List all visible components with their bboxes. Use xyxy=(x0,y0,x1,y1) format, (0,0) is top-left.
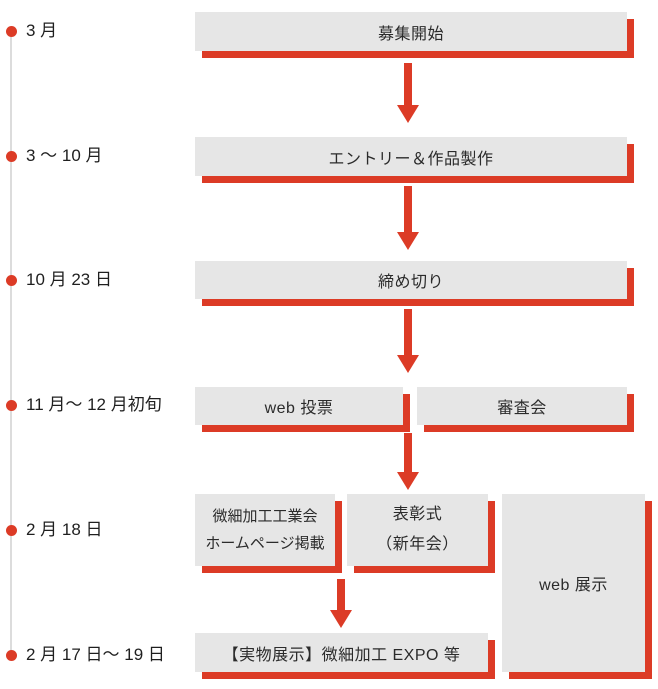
timeline-label: 2 月 18 日 xyxy=(26,520,103,539)
timeline-label: 11 月～ 12 月初旬 xyxy=(26,395,162,414)
timeline-label: 3 ～ 10 月 xyxy=(26,146,103,165)
web-exhibition-box: web 展示 xyxy=(502,494,645,672)
timeline-label: 3 月 xyxy=(26,21,58,40)
box-label-line2: ホームページ掲載 xyxy=(205,535,325,552)
box-label: web 展示 xyxy=(539,577,608,594)
timeline-bullet-icon xyxy=(6,150,17,162)
arrow-shaft xyxy=(404,433,412,472)
timeline-item-february-17-19: 2 月 17 日～ 19 日 xyxy=(6,644,165,666)
down-arrow-icon xyxy=(397,433,419,490)
down-arrow-icon xyxy=(397,309,419,373)
arrow-head xyxy=(397,472,419,490)
box-label-line1: 表彰式 xyxy=(392,506,443,523)
timeline-bullet-icon xyxy=(6,399,17,411)
box-label: 審査会 xyxy=(497,400,547,417)
box-label: 募集開始 xyxy=(377,25,444,43)
box-label-line1: 微細加工工業会 xyxy=(212,508,318,525)
timeline-line xyxy=(10,31,12,655)
recruitment-start-box: 募集開始 xyxy=(195,12,627,51)
deadline-box: 締め切り xyxy=(195,261,627,299)
web-vote-box: web 投票 xyxy=(195,387,403,425)
arrow-shaft xyxy=(337,579,345,610)
entry-production-box: エントリー＆作品製作 xyxy=(195,137,627,176)
arrow-shaft xyxy=(404,186,412,232)
down-arrow-icon xyxy=(330,579,352,628)
timeline-bullet-icon xyxy=(6,25,17,37)
box-label: 締め切り xyxy=(377,274,444,291)
timeline-bullet-icon xyxy=(6,274,17,286)
timeline-item-november-december: 11 月～ 12 月初旬 xyxy=(6,394,162,416)
box-label-line2: （新年会） xyxy=(376,536,459,553)
timeline-item-march: 3 月 xyxy=(6,20,57,42)
arrow-head xyxy=(397,355,419,373)
arrow-shaft xyxy=(404,309,412,355)
box-label: エントリー＆作品製作 xyxy=(328,150,494,168)
box-label: web 投票 xyxy=(264,400,334,417)
down-arrow-icon xyxy=(397,63,419,123)
arrow-head xyxy=(330,610,352,628)
timeline-bullet-icon xyxy=(6,524,17,536)
timeline-bullet-icon xyxy=(6,649,17,661)
timeline-item-october-23: 10 月 23 日 xyxy=(6,269,112,291)
homepage-publication-box: 微細加工工業会 ホームページ掲載 xyxy=(195,494,335,566)
timeline-label: 10 月 23 日 xyxy=(26,270,112,289)
judging-committee-box: 審査会 xyxy=(417,387,627,425)
timeline-item-march-october: 3 ～ 10 月 xyxy=(6,145,103,167)
expo-exhibition-box: 【実物展示】微細加工 EXPO 等 xyxy=(195,633,488,672)
down-arrow-icon xyxy=(397,186,419,250)
timeline-item-february-18: 2 月 18 日 xyxy=(6,519,103,541)
arrow-head xyxy=(397,105,419,123)
timeline-label: 2 月 17 日～ 19 日 xyxy=(26,645,165,664)
arrow-shaft xyxy=(404,63,412,105)
arrow-head xyxy=(397,232,419,250)
award-ceremony-box: 表彰式 （新年会） xyxy=(347,494,488,566)
box-label: 【実物展示】微細加工 EXPO 等 xyxy=(222,646,461,664)
